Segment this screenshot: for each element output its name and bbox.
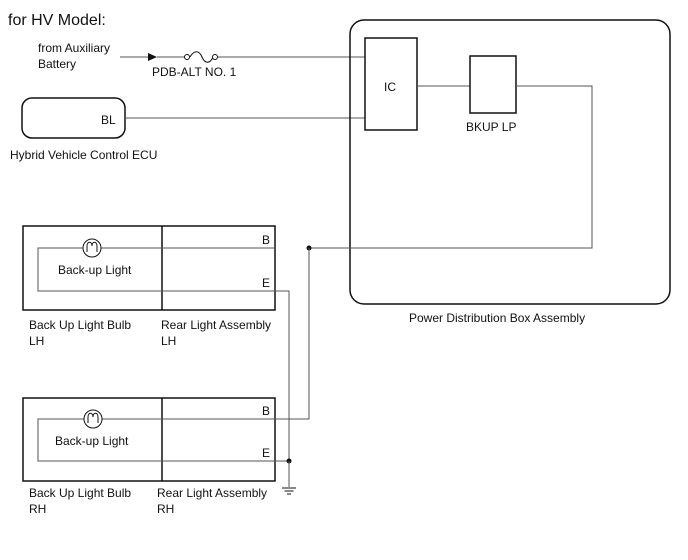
rh-rear-light-assembly — [22, 397, 276, 482]
rh-bulb-name-line2: RH — [29, 502, 46, 516]
fuse-label: PDB-ALT NO. 1 — [152, 65, 237, 79]
supply-arrow-icon — [148, 53, 157, 61]
rh-b-feed-wire — [275, 248, 310, 420]
ecu-name: Hybrid Vehicle Control ECU — [10, 148, 157, 162]
lh-assy-name-line2: LH — [161, 334, 176, 348]
lh-lamp-label: Back-up Light — [58, 263, 132, 277]
rh-assy-name-line1: Rear Light Assembly — [157, 486, 267, 500]
relay-output-wire — [310, 85, 593, 249]
rh-assy-name-line2: RH — [157, 502, 174, 516]
lh-assy-name-line1: Rear Light Assembly — [161, 318, 271, 332]
source-label-line1: from Auxiliary — [38, 41, 110, 55]
lh-label-bg — [56, 258, 140, 280]
ecu-terminal-bl: BL — [101, 113, 116, 127]
diagram-title: for HV Model: — [8, 12, 106, 29]
rh-bulb-name-line1: Back Up Light Bulb — [29, 486, 131, 500]
rh-internal-wire — [37, 418, 275, 462]
bkup-lp-relay — [469, 55, 517, 114]
lh-rear-light-assembly — [22, 225, 276, 311]
lh-bulb-icon — [82, 238, 102, 258]
fuse-icon — [184, 51, 218, 63]
lh-terminal-b: B — [262, 233, 270, 247]
lh-terminal-e: E — [262, 276, 270, 290]
pdb-name: Power Distribution Box Assembly — [409, 311, 585, 325]
rh-terminal-b: B — [262, 404, 270, 418]
rh-lamp-label: Back-up Light — [55, 434, 129, 448]
ic-label: IC — [384, 80, 396, 94]
relay-label: BKUP LP — [466, 120, 516, 134]
lh-bulb-name-line2: LH — [29, 334, 44, 348]
ground-icon — [282, 487, 296, 495]
source-label-line2: Battery — [38, 57, 76, 71]
lh-ground-wire — [275, 290, 290, 461]
ic-box — [364, 37, 418, 131]
rh-terminal-e: E — [262, 446, 270, 460]
rh-bulb-icon — [83, 409, 103, 429]
lh-bulb-name-line1: Back Up Light Bulb — [29, 318, 131, 332]
lh-internal-wire — [37, 247, 275, 292]
power-distribution-box — [349, 19, 671, 305]
rh-label-bg — [52, 429, 138, 451]
